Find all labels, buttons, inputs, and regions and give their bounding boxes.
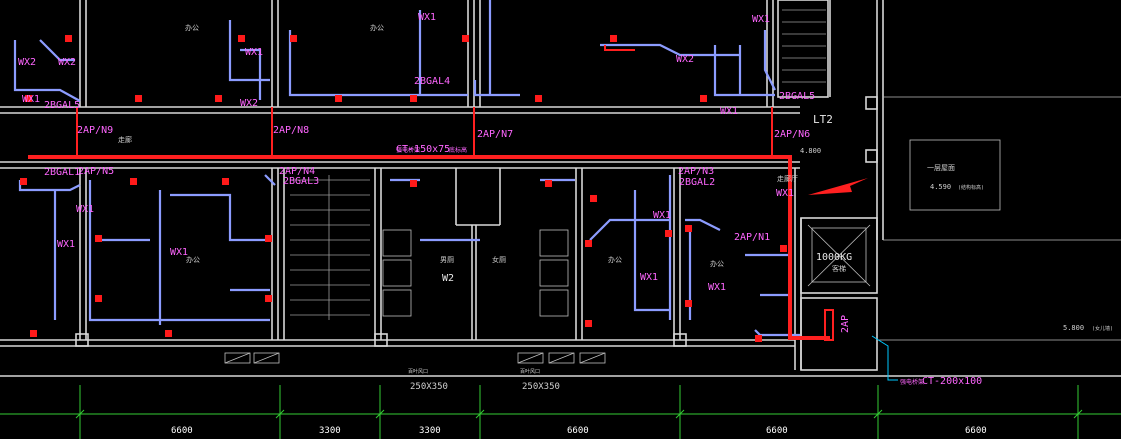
dimension-text: 6600 <box>965 426 987 436</box>
panel-label-n4: 2AP/N4 <box>279 166 315 177</box>
wx-label: WX2 <box>676 54 694 65</box>
device-markers <box>20 35 787 342</box>
dimension-text: 6600 <box>766 426 788 436</box>
panel-label-n3: 2AP/N3 <box>678 166 714 177</box>
bgal-label-top-right: 2BGAL5 <box>779 91 815 102</box>
wx-label: WX1 <box>708 282 726 293</box>
louver-note: 百叶风口 <box>520 368 540 375</box>
elevation-4590: 4.590 <box>930 183 951 191</box>
room-label: 办公 <box>370 23 384 32</box>
room-label: 办公 <box>710 259 724 268</box>
elevation-5800-note: (女儿墙) <box>1092 325 1113 332</box>
bgal-label-top-mid: 2BGAL4 <box>414 76 450 87</box>
wx-label: WX1 <box>653 210 671 221</box>
wx-label: WX1 <box>418 12 436 23</box>
dimension-text: 6600 <box>567 426 589 436</box>
bgal-label-lower-left: 2BGAL1 <box>44 167 80 178</box>
wx-label: WX1 <box>776 188 794 199</box>
wx-label: WX2 <box>240 98 258 109</box>
tray-bottom-label: CT-200x100 <box>922 376 982 387</box>
w2-label: W2 <box>442 273 454 284</box>
tray-main-label: CT-150x75 <box>396 144 450 155</box>
arrow-icon <box>808 178 868 195</box>
lobby-label: 走廊厅 <box>777 174 798 183</box>
cable-tray <box>28 45 834 341</box>
panel-label-n5: 2AP/N5 <box>78 166 114 177</box>
room-label: 办公 <box>608 255 622 264</box>
dimension-text: 6600 <box>171 426 193 436</box>
wx-label: WX1 <box>720 106 738 117</box>
panel-label-n1: 2AP/N1 <box>734 232 770 243</box>
room-label: 办公 <box>185 23 199 32</box>
tray-main-suffix: 底标高 <box>449 146 467 154</box>
tray-bottom-prefix: 强电桥架 <box>900 378 924 386</box>
women-room-label: 女厕 <box>492 255 506 264</box>
panel-label-n8: 2AP/N8 <box>273 125 309 136</box>
panel-label-n9: 2AP/N9 <box>77 125 113 136</box>
wx-label: WX1 <box>245 47 263 58</box>
panel-label-n7: 2AP/N7 <box>477 129 513 140</box>
panel-label-2ap: 2AP <box>840 315 851 333</box>
wx-label: WX1 <box>640 272 658 283</box>
wx-label: WX1 <box>170 247 188 258</box>
elevation-5800: 5.800 <box>1063 324 1084 332</box>
men-room-label: 男厕 <box>440 256 454 264</box>
louver-size: 250X350 <box>410 382 448 392</box>
wx-label: WX1 <box>76 204 94 215</box>
corridor-label: 走廊 <box>118 135 132 144</box>
bgal-label-3: 2BGAL3 <box>283 176 319 187</box>
stair-lower <box>290 175 370 320</box>
wx-label: WX2 <box>18 57 36 68</box>
stair-label: LT2 <box>813 113 833 126</box>
louver-note: 百叶风口 <box>408 368 428 375</box>
tray-main-prefix: 强电桥架 <box>396 146 420 154</box>
room-label: 办公 <box>186 255 200 264</box>
bgal-label-2: 2BGAL2 <box>679 177 715 188</box>
elevation-4590-note: (结构标高) <box>958 184 984 191</box>
dimension-text: 3300 <box>419 426 441 436</box>
roof-note: 一层屋面 <box>927 164 955 172</box>
stair-upper <box>782 9 826 83</box>
louver-size: 250X350 <box>522 382 560 392</box>
wx-label: WX1 <box>22 94 40 105</box>
elevator-label: 1000KG <box>816 252 852 263</box>
labels: 2AP/N9 2AP/N8 2AP/N7 2AP/N6 2AP/N5 2AP/N… <box>18 12 1113 392</box>
dimension-line: 6600 3300 3300 6600 6600 6600 <box>0 385 1121 439</box>
dimension-text: 3300 <box>319 426 341 436</box>
panel-label-n6: 2AP/N6 <box>774 129 810 140</box>
wx-label: WX2 <box>58 57 76 68</box>
bgal-label-top-left: 2BGAL5 <box>44 100 80 111</box>
wx-label: WX1 <box>752 14 770 25</box>
elevation-4800: 4.800 <box>800 147 821 155</box>
elevator-sub: 客梯 <box>832 264 846 273</box>
wx-label: WX1 <box>57 239 75 250</box>
